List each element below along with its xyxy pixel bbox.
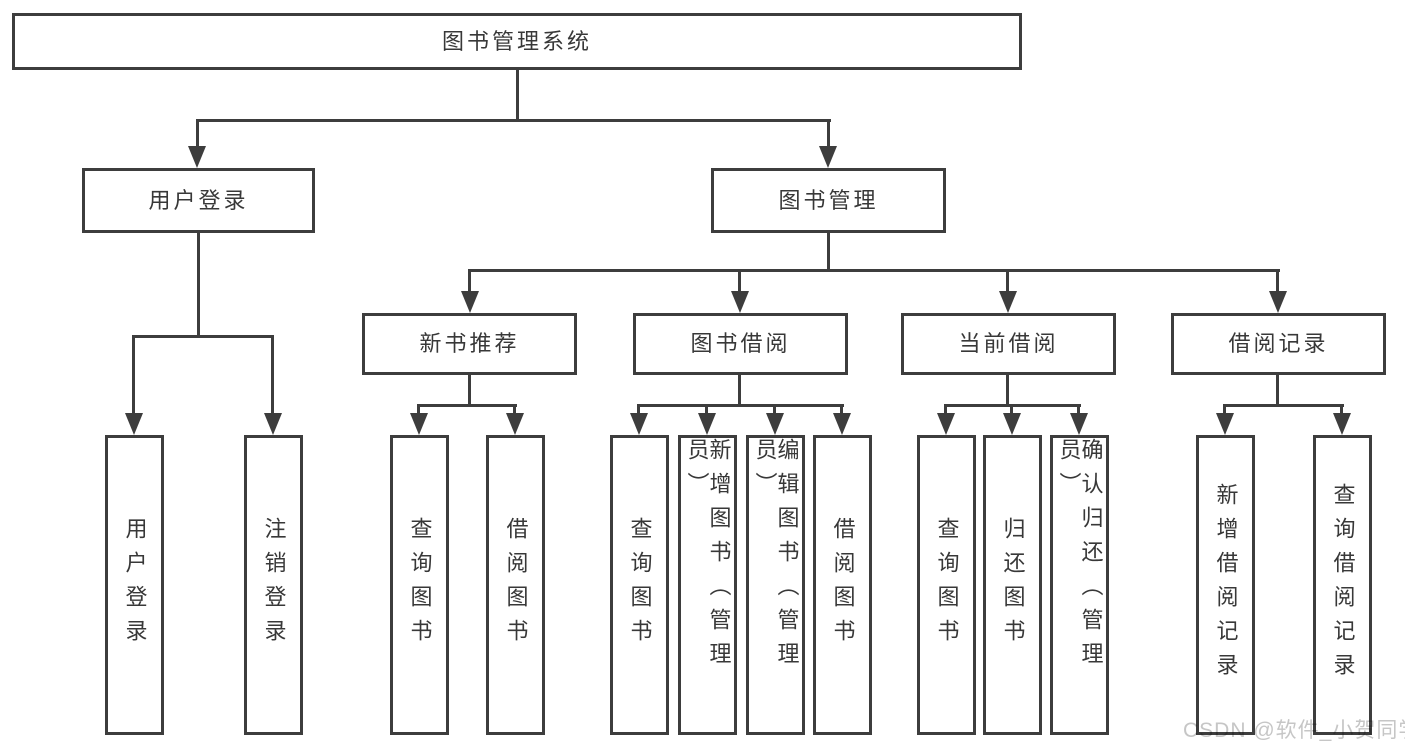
connector-line [773, 404, 776, 418]
node-borrowing-records: 借阅记录 [1171, 313, 1386, 375]
leaf-query-books-borrowing-label: 查询图书 [627, 517, 653, 653]
leaf-edit-books-admin: 编辑图书（管理员） [746, 435, 805, 735]
node-user-login-label: 用户登录 [148, 187, 249, 213]
leaf-return-books-label: 归还图书 [1000, 517, 1026, 653]
leaf-query-borrow-record: 查询借阅记录 [1313, 435, 1372, 735]
leaf-borrow-books-recommend: 借阅图书 [486, 435, 545, 735]
node-book-management-label: 图书管理 [778, 187, 879, 213]
leaf-add-books-admin: 新增图书（管理员） [678, 435, 737, 735]
node-book-borrowing-label: 图书借阅 [690, 331, 791, 356]
leaf-query-books-recommend: 查询图书 [390, 435, 449, 735]
arrow-down-icon [264, 413, 282, 435]
arrow-down-icon [1070, 413, 1088, 435]
connector-line [196, 119, 831, 122]
leaf-edit-books-admin-label: 编辑图书（管理员） [752, 438, 800, 676]
arrow-down-icon [1269, 291, 1287, 313]
connector-line [468, 269, 471, 297]
arrow-down-icon [506, 413, 524, 435]
node-library-system: 图书管理系统 [12, 13, 1022, 70]
arrow-down-icon [819, 146, 837, 168]
connector-line [827, 233, 830, 272]
arrow-down-icon [630, 413, 648, 435]
connector-line [705, 404, 708, 418]
arrow-down-icon [125, 413, 143, 435]
leaf-add-borrow-record-label: 新增借阅记录 [1213, 483, 1239, 687]
arrow-down-icon [937, 413, 955, 435]
connector-line [1223, 404, 1226, 418]
leaf-add-borrow-record: 新增借阅记录 [1196, 435, 1255, 735]
connector-line [132, 335, 274, 338]
node-new-book-recommend: 新书推荐 [362, 313, 577, 375]
leaf-logout: 注销登录 [244, 435, 303, 735]
connector-line [417, 404, 517, 407]
leaf-confirm-return-admin: 确认归还（管理员） [1050, 435, 1109, 735]
node-new-book-recommend-label: 新书推荐 [419, 331, 520, 356]
node-current-borrowing: 当前借阅 [901, 313, 1116, 375]
connector-line [1006, 269, 1009, 297]
arrow-down-icon [1333, 413, 1351, 435]
arrow-down-icon [188, 146, 206, 168]
leaf-user-login: 用户登录 [105, 435, 164, 735]
node-user-login: 用户登录 [82, 168, 315, 233]
node-current-borrowing-label: 当前借阅 [958, 331, 1059, 356]
connector-line [840, 404, 843, 418]
arrow-down-icon [461, 291, 479, 313]
connector-line [196, 119, 199, 151]
leaf-borrow-books-borrowing-label: 借阅图书 [830, 517, 856, 653]
leaf-add-books-admin-label: 新增图书（管理员） [684, 438, 732, 676]
csdn-watermark: CSDN @软件_小贺同学 [1183, 719, 1405, 742]
leaf-query-books-borrowing: 查询图书 [610, 435, 669, 735]
leaf-confirm-return-admin-label: 确认归还（管理员） [1056, 438, 1104, 676]
connector-line [1077, 404, 1080, 418]
arrow-down-icon [731, 291, 749, 313]
arrow-down-icon [833, 413, 851, 435]
leaf-logout-label: 注销登录 [261, 517, 287, 653]
connector-line [738, 375, 741, 407]
connector-line [1006, 375, 1009, 407]
connector-line [637, 404, 844, 407]
connector-line [271, 335, 274, 417]
arrow-down-icon [410, 413, 428, 435]
connector-line [1223, 404, 1344, 407]
connector-line [1276, 375, 1279, 407]
connector-line [468, 269, 1280, 272]
connector-line [827, 119, 830, 151]
leaf-query-books-recommend-label: 查询图书 [407, 517, 433, 653]
arrow-down-icon [1216, 413, 1234, 435]
arrow-down-icon [698, 413, 716, 435]
leaf-query-borrow-record-label: 查询借阅记录 [1330, 483, 1356, 687]
leaf-user-login-label: 用户登录 [122, 517, 148, 653]
connector-line [132, 335, 135, 417]
connector-line [1010, 404, 1013, 418]
connector-line [417, 404, 420, 418]
connector-line [513, 404, 516, 418]
connector-line [637, 404, 640, 418]
node-book-borrowing: 图书借阅 [633, 313, 848, 375]
connector-line [468, 375, 471, 407]
leaf-borrow-books-recommend-label: 借阅图书 [503, 517, 529, 653]
connector-line [197, 233, 200, 337]
connector-line [738, 269, 741, 297]
arrow-down-icon [766, 413, 784, 435]
connector-line [1340, 404, 1343, 418]
connector-line [516, 70, 519, 121]
leaf-return-books: 归还图书 [983, 435, 1042, 735]
leaf-borrow-books-borrowing: 借阅图书 [813, 435, 872, 735]
connector-line [1276, 269, 1279, 297]
node-book-management: 图书管理 [711, 168, 946, 233]
arrow-down-icon [1003, 413, 1021, 435]
arrow-down-icon [999, 291, 1017, 313]
leaf-query-books-current: 查询图书 [917, 435, 976, 735]
node-library-system-label: 图书管理系统 [441, 28, 592, 54]
connector-line [944, 404, 947, 418]
leaf-query-books-current-label: 查询图书 [934, 517, 960, 653]
node-borrowing-records-label: 借阅记录 [1228, 331, 1329, 356]
